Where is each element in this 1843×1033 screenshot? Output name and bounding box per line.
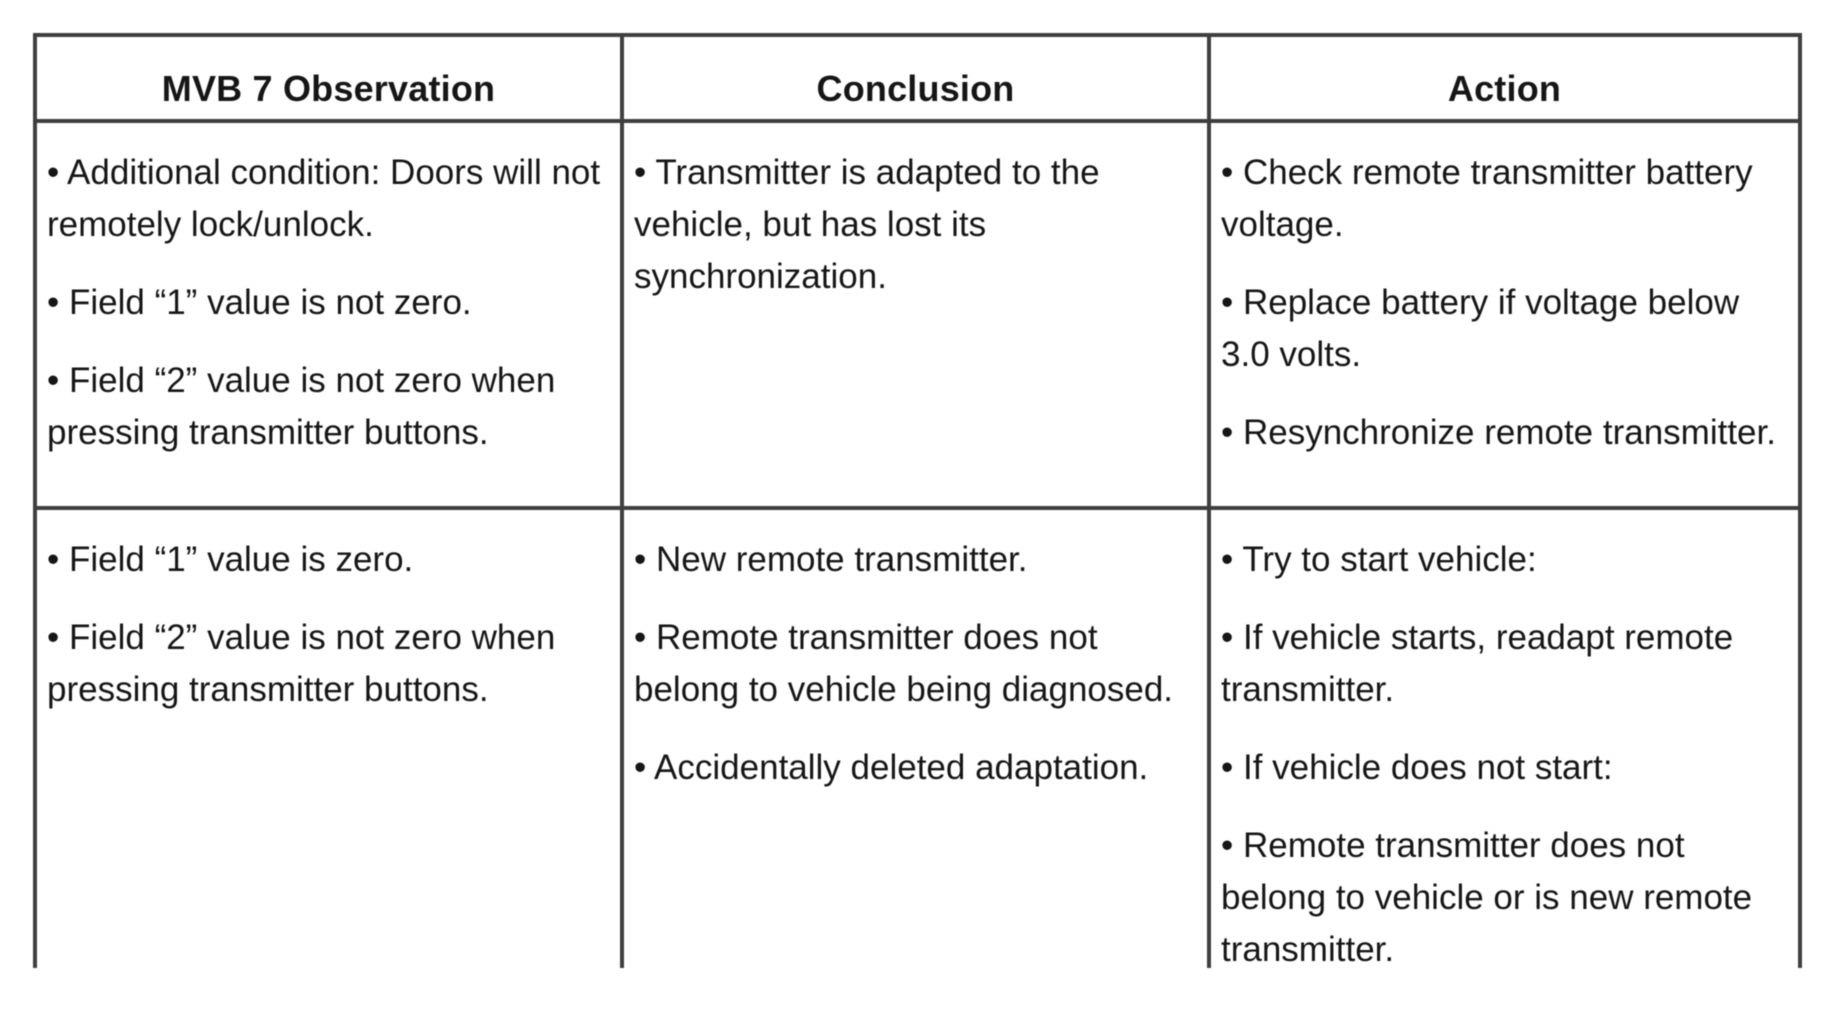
bullet-item: • Check remote transmitter battery volta… — [1221, 153, 1753, 244]
column-header-label: MVB 7 Observation — [161, 68, 496, 109]
bullet-item: • Field “2” value is not zero when press… — [47, 361, 556, 452]
bullet-item: • Additional condition: Doors will not r… — [47, 153, 601, 244]
bullet-item: • Remote transmitter does not belong to … — [1221, 826, 1753, 968]
bullet-item: • Transmitter is adapted to the vehicle,… — [634, 153, 1100, 296]
bullet-item: • Accidentally deleted adaptation. — [634, 748, 1149, 787]
bullet-item: • Field “1” value is not zero. — [47, 283, 472, 322]
bullet-item: • Field “1” value is zero. — [47, 540, 414, 579]
bullet-item: • Resynchronize remote transmitter. — [1221, 413, 1776, 452]
bullet-item: • New remote transmitter. — [634, 540, 1028, 579]
cell-row1-action: • Check remote transmitter battery volta… — [1211, 123, 1798, 510]
cell-row1-observation: • Additional condition: Doors will not r… — [37, 123, 624, 510]
column-header-label: Action — [1447, 68, 1562, 109]
bullet-item: • Field “2” value is not zero when press… — [47, 618, 556, 709]
bullet-item: • Try to start vehicle: — [1221, 540, 1537, 579]
cell-row2-conclusion: • New remote transmitter. • Remote trans… — [624, 510, 1211, 968]
cell-row2-observation: • Field “1” value is zero. • Field “2” v… — [37, 510, 624, 968]
bullet-item: • Replace battery if voltage below 3.0 v… — [1221, 283, 1740, 374]
column-header-action: Action — [1211, 37, 1798, 123]
cell-row1-conclusion: • Transmitter is adapted to the vehicle,… — [624, 123, 1211, 510]
column-header-mvb7-observation: MVB 7 Observation — [37, 37, 624, 123]
column-header-label: Conclusion — [816, 68, 1015, 109]
cell-row2-action: • Try to start vehicle: • If vehicle sta… — [1211, 510, 1798, 968]
bullet-item: • If vehicle does not start: — [1221, 748, 1613, 787]
column-header-conclusion: Conclusion — [624, 37, 1211, 123]
bullet-item: • If vehicle starts, readapt remote tran… — [1221, 618, 1734, 709]
diagnostic-table: MVB 7 Observation Conclusion Action • Ad… — [33, 33, 1802, 968]
bullet-item: • Remote transmitter does not belong to … — [634, 618, 1174, 709]
